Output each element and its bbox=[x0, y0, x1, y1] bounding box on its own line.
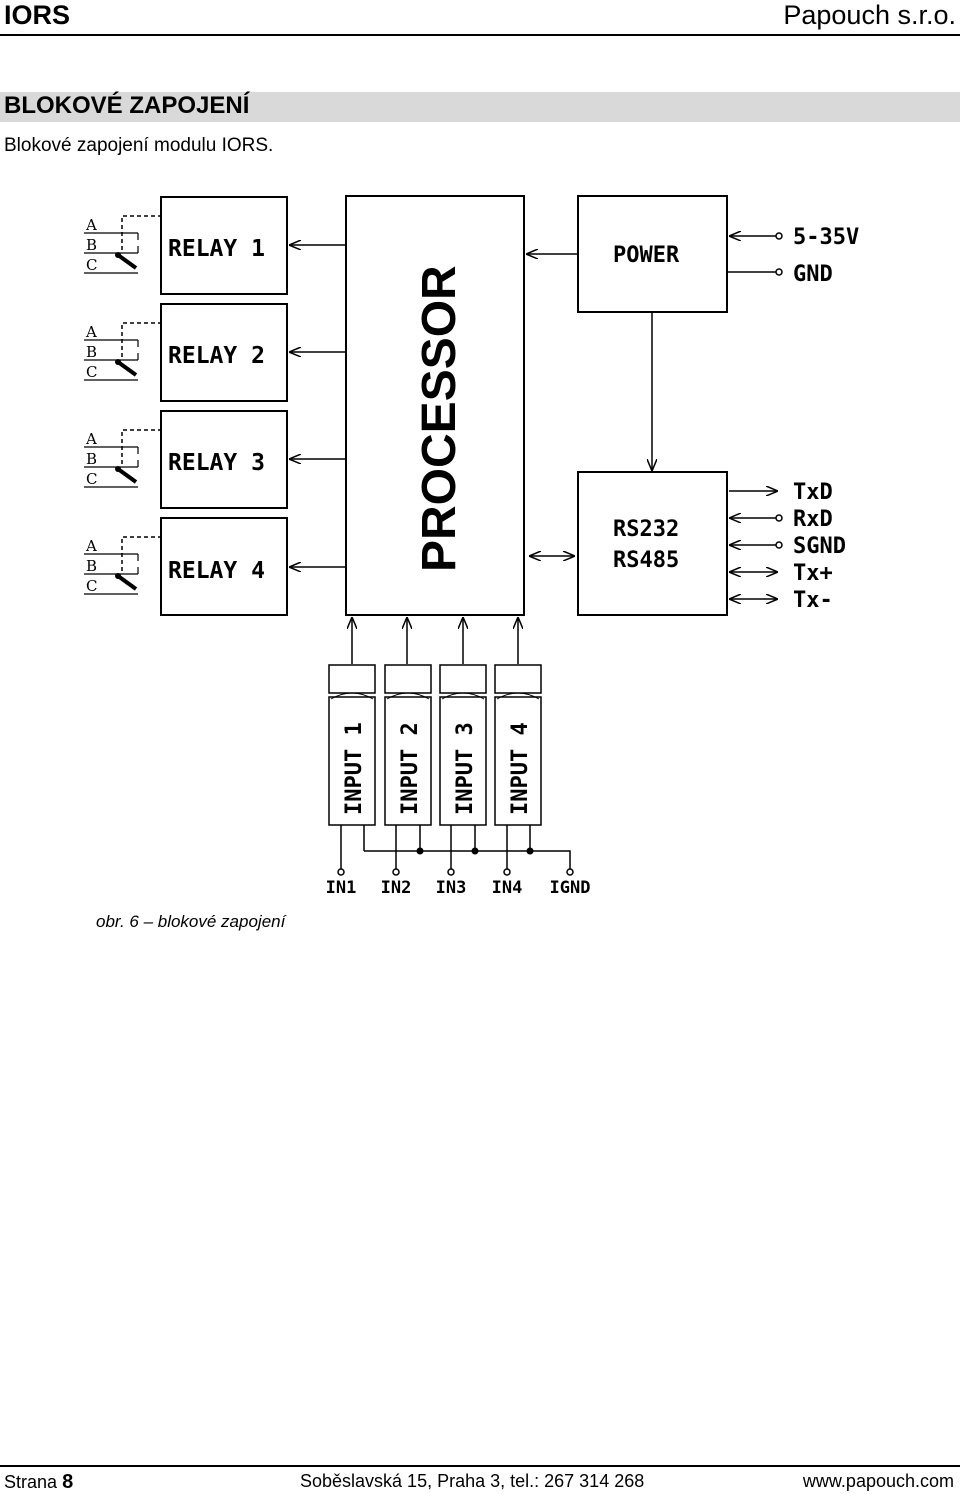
pin-5-35v: 5-35V bbox=[793, 225, 859, 250]
website-link[interactable]: www.papouch.com bbox=[802, 1471, 954, 1491]
footer-rule bbox=[0, 1465, 960, 1467]
switch-lever-icon bbox=[116, 253, 138, 270]
contact-b-label: B bbox=[86, 343, 97, 361]
company-name: Papouch s.r.o. bbox=[783, 0, 956, 30]
pin-txd: TxD bbox=[793, 480, 833, 505]
pin-sgnd: SGND bbox=[793, 534, 846, 559]
doc-title: IORS bbox=[4, 0, 71, 30]
input-2-label: INPUT 2 bbox=[398, 722, 423, 815]
header-rule bbox=[0, 34, 960, 36]
pin-ignd: IGND bbox=[550, 878, 591, 898]
contact-a-label: A bbox=[85, 323, 97, 341]
relay-4-box bbox=[160, 517, 288, 616]
pin-rxd: RxD bbox=[793, 507, 833, 532]
contact-c-label: C bbox=[86, 577, 97, 595]
pin-in4: IN4 bbox=[492, 878, 523, 898]
contact-a-label: A bbox=[85, 537, 97, 555]
rs232-label: RS232 bbox=[613, 517, 679, 542]
company-address: Soběslavská 15, Praha 3, tel.: 267 314 2… bbox=[300, 1471, 645, 1491]
relay-4: A B C RELAY 4 bbox=[84, 517, 346, 616]
pin-in3: IN3 bbox=[436, 878, 467, 898]
relay-4-label: RELAY 4 bbox=[168, 558, 265, 584]
contact-a-label: A bbox=[85, 216, 97, 234]
contact-c-label: C bbox=[86, 363, 97, 381]
relay-1: A B C RELAY 1 bbox=[84, 196, 346, 295]
pin-tx-plus: Tx+ bbox=[793, 561, 833, 586]
page-label: Strana bbox=[4, 1472, 58, 1492]
section-heading-bar: BLOKOVÉ ZAPOJENÍ bbox=[0, 92, 960, 122]
input-1-label: INPUT 1 bbox=[342, 722, 367, 815]
contact-c-label: C bbox=[86, 256, 97, 274]
relay-3-label: RELAY 3 bbox=[168, 450, 265, 476]
rs485-label: RS485 bbox=[613, 548, 679, 573]
pin-in2: IN2 bbox=[381, 878, 412, 898]
input-4-label: INPUT 4 bbox=[508, 722, 533, 815]
contact-c-label: C bbox=[86, 470, 97, 488]
power-label: POWER bbox=[613, 243, 680, 268]
section-intro: Blokové zapojení modulu IORS. bbox=[4, 135, 274, 156]
relay-2: A B C RELAY 2 bbox=[84, 303, 346, 402]
switch-lever-icon bbox=[116, 360, 138, 377]
pin-gnd: GND bbox=[793, 262, 833, 287]
relay-2-label: RELAY 2 bbox=[168, 343, 265, 369]
section-title: BLOKOVÉ ZAPOJENÍ bbox=[4, 92, 250, 119]
figure-caption: obr. 6 – blokové zapojení bbox=[96, 912, 286, 931]
contact-a-label: A bbox=[85, 430, 97, 448]
contact-b-label: B bbox=[86, 236, 97, 254]
switch-lever-icon bbox=[116, 467, 138, 484]
contact-b-label: B bbox=[86, 557, 97, 575]
page-number: 8 bbox=[62, 1471, 74, 1493]
contact-b-label: B bbox=[86, 450, 97, 468]
relay-1-box bbox=[160, 196, 288, 295]
pin-in1: IN1 bbox=[326, 878, 357, 898]
relay-2-box bbox=[160, 303, 288, 402]
pin-tx-minus: Tx- bbox=[793, 588, 833, 613]
switch-lever-icon bbox=[116, 574, 138, 591]
relay-1-label: RELAY 1 bbox=[168, 236, 265, 262]
relay-3: A B C RELAY 3 bbox=[84, 410, 346, 509]
page-indicator: Strana 8 bbox=[4, 1471, 73, 1494]
processor-label: PROCESSOR bbox=[413, 265, 466, 572]
block-diagram: A B C RELAY 1 A B C RELAY 2 A B C RELAY … bbox=[84, 195, 859, 898]
input-3-label: INPUT 3 bbox=[453, 722, 478, 815]
comm-box bbox=[577, 471, 728, 616]
processor-box bbox=[345, 195, 525, 616]
relay-3-box bbox=[160, 410, 288, 509]
input-modules: INPUT 1 INPUT 2 INPUT 3 INPUT 4 IN1 IN2 … bbox=[326, 618, 591, 898]
